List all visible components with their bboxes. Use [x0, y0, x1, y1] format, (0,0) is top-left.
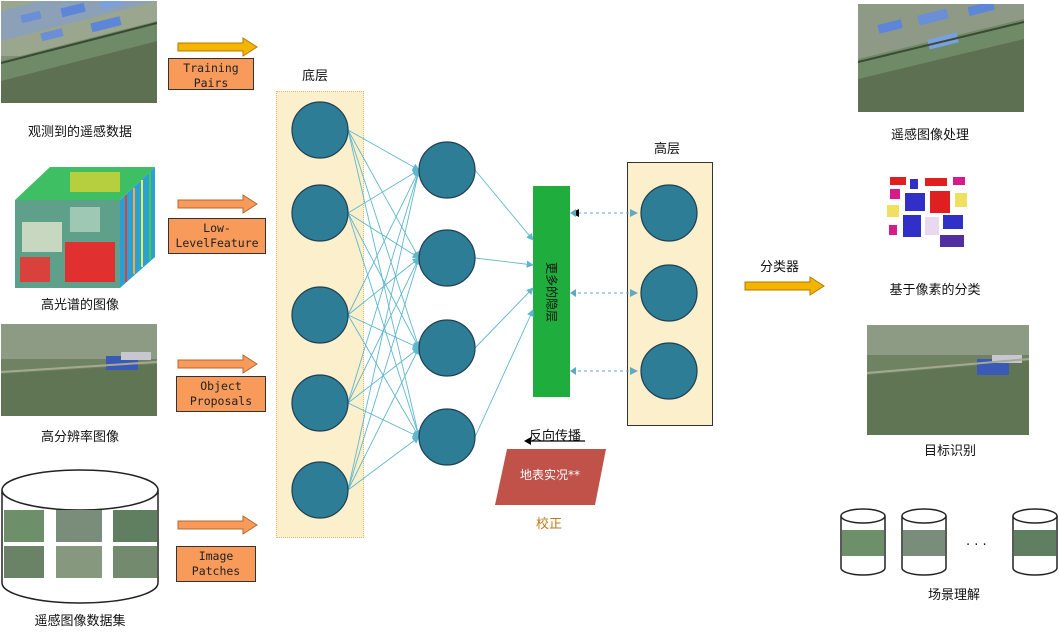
object-recognition-image — [867, 325, 1029, 435]
bottom-layer-label: 底层 — [302, 69, 329, 84]
bottom-layer-node-1 — [291, 101, 349, 159]
tag-training-pairs-text: Training Pairs — [183, 61, 239, 90]
top-layer-node-3 — [640, 342, 698, 400]
caption-object-recognition: 目标识别 — [923, 444, 976, 459]
object-recognition-image-art — [867, 325, 1029, 435]
hyperspectral-cube-art — [15, 167, 155, 288]
network-edge — [347, 212, 420, 259]
caption-pixel-classification: 基于像素的分类 — [889, 283, 981, 298]
bottom-layer-node-5 — [291, 461, 349, 519]
caption-scene-understanding: 场景理解 — [927, 588, 980, 603]
network-edge — [347, 129, 420, 259]
tag-training-pairs: Training Pairs — [168, 58, 254, 90]
scene-ellipsis: · · · — [966, 538, 987, 553]
observed-data-image-art — [1, 1, 157, 103]
network-edge — [347, 436, 420, 491]
network-edge — [347, 129, 421, 349]
caption-rs-processing: 遥感图像处理 — [890, 128, 969, 143]
yellow-arrows — [177, 37, 825, 535]
tag-low-level-feature: Low- LevelFeature — [168, 218, 266, 254]
network-edge — [347, 212, 421, 438]
top-layer-label: 高层 — [654, 142, 681, 157]
top-layer-node-2 — [640, 264, 698, 322]
arrow-classifier — [744, 276, 825, 296]
network-edge — [347, 257, 421, 491]
dashed-feedback-arrows — [570, 209, 638, 375]
rs-processing-image-art — [858, 4, 1024, 112]
network-edge — [474, 287, 534, 349]
network-edge — [474, 169, 534, 241]
scene-cylinder-3 — [1012, 508, 1058, 576]
caption-hyperspectral: 高光谱的图像 — [40, 298, 119, 313]
top-layer-node-1 — [640, 184, 698, 242]
tag-object-proposals-text: Object Proposals — [189, 379, 253, 408]
hidden-layer-node-2 — [418, 229, 476, 287]
tag-object-proposals: Object Proposals — [176, 376, 266, 412]
observed-data-image — [1, 1, 157, 103]
caption-dataset: 遥感图像数据集 — [34, 614, 126, 629]
dataset-cylinder-art — [1, 469, 159, 604]
hyperspectral-cube-image — [10, 162, 160, 290]
high-resolution-image — [1, 324, 157, 416]
network-edge — [474, 309, 534, 438]
arrow-image-patches — [177, 515, 258, 535]
scene-cylinder-1 — [840, 508, 886, 576]
network-edge — [347, 212, 420, 349]
bottom-layer-node-3 — [291, 286, 349, 344]
network-edge — [347, 169, 421, 404]
caption-observed-data: 观测到的遥感数据 — [27, 125, 132, 140]
bottom-layer-node-2 — [291, 184, 349, 242]
scene-cylinders-art — [840, 508, 1058, 576]
arrow-object-proposals — [177, 354, 258, 374]
hidden-layer-node-1 — [418, 141, 476, 199]
more-hidden-layers-bar: 更多的隐层 — [533, 186, 570, 397]
pixel-classification-art — [887, 177, 967, 247]
ground-truth-label: 地表实况** — [520, 468, 581, 482]
hidden-layer-node-3 — [418, 319, 476, 377]
scene-cylinders — [838, 506, 1059, 578]
network-edge — [347, 129, 422, 438]
bottom-layer-node-4 — [291, 374, 349, 432]
network-edge — [347, 347, 420, 491]
ground-truth-shape — [495, 449, 606, 505]
arrow-training-pairs — [177, 37, 258, 57]
correction-label: 校正 — [536, 517, 563, 532]
remote-sensing-dataset-cylinder — [0, 468, 160, 608]
high-resolution-image-art — [1, 324, 157, 416]
tag-low-level-feature-text: Low- LevelFeature — [175, 221, 259, 250]
network-edge — [347, 169, 420, 316]
scene-cylinder-2 — [901, 508, 947, 576]
pixel-classification-image — [885, 175, 975, 253]
arrow-low-level-feature — [177, 194, 258, 214]
network-edge — [347, 169, 420, 214]
classifier-label: 分类器 — [760, 260, 800, 275]
network-edge — [347, 169, 422, 491]
network-edge — [474, 257, 534, 268]
backprop-label: 反向传播 — [529, 429, 582, 444]
tag-image-patches-text: Image Patches — [191, 549, 241, 578]
caption-high-resolution: 高分辨率图像 — [40, 430, 119, 445]
rs-processing-image — [858, 4, 1024, 112]
tag-image-patches: Image Patches — [176, 546, 256, 582]
hidden-layer-node-4 — [418, 408, 476, 466]
network-edge — [347, 129, 420, 171]
